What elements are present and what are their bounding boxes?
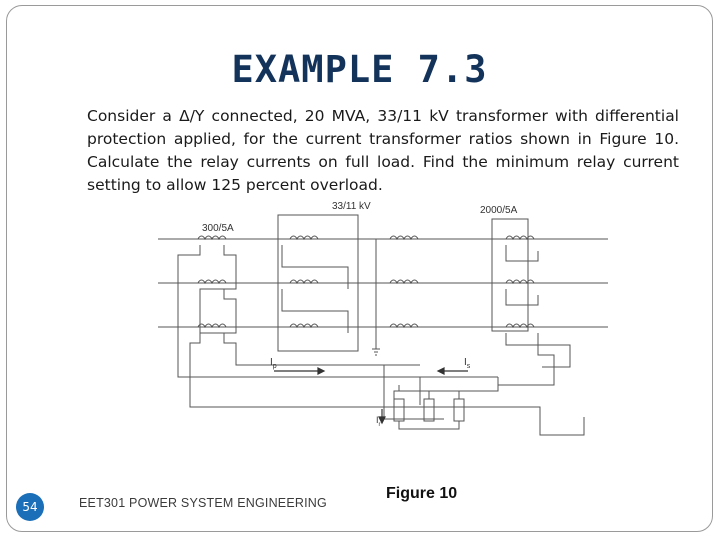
differential-protection-diagram: 300/5A 33/11 kV 2000/5A Ip Is Ir: [150, 195, 610, 465]
svg-text:Ir: Ir: [376, 415, 381, 428]
slide: EXAMPLE 7.3 Consider a Δ/Y connected, 20…: [6, 5, 713, 532]
svg-text:Ip: Ip: [270, 357, 277, 370]
secondary-current-subscript: s: [467, 363, 471, 370]
svg-text:300/5A: 300/5A: [202, 223, 234, 234]
page-number-badge: 54: [16, 493, 44, 521]
svg-text:33/11 kV: 33/11 kV: [332, 201, 371, 212]
primary-current-subscript: p: [273, 363, 277, 370]
problem-statement: Consider a Δ/Y connected, 20 MVA, 33/11 …: [87, 107, 679, 194]
svg-text:2000/5A: 2000/5A: [480, 205, 518, 216]
relay-current-label: I: [376, 415, 379, 425]
secondary-current-label: I: [464, 357, 467, 368]
voltage-rating-label: 33/11 kV: [332, 201, 371, 212]
course-footer: EET301 POWER SYSTEM ENGINEERING: [79, 496, 327, 510]
svg-text:Is: Is: [464, 357, 471, 370]
primary-current-label: I: [270, 357, 273, 368]
slide-title: EXAMPLE 7.3: [231, 48, 488, 91]
ct-ratio-left-label: 300/5A: [202, 223, 234, 234]
figure-caption: Figure 10: [386, 485, 458, 502]
ct-ratio-right-label: 2000/5A: [480, 205, 518, 216]
relay-current-subscript: r: [379, 422, 381, 428]
